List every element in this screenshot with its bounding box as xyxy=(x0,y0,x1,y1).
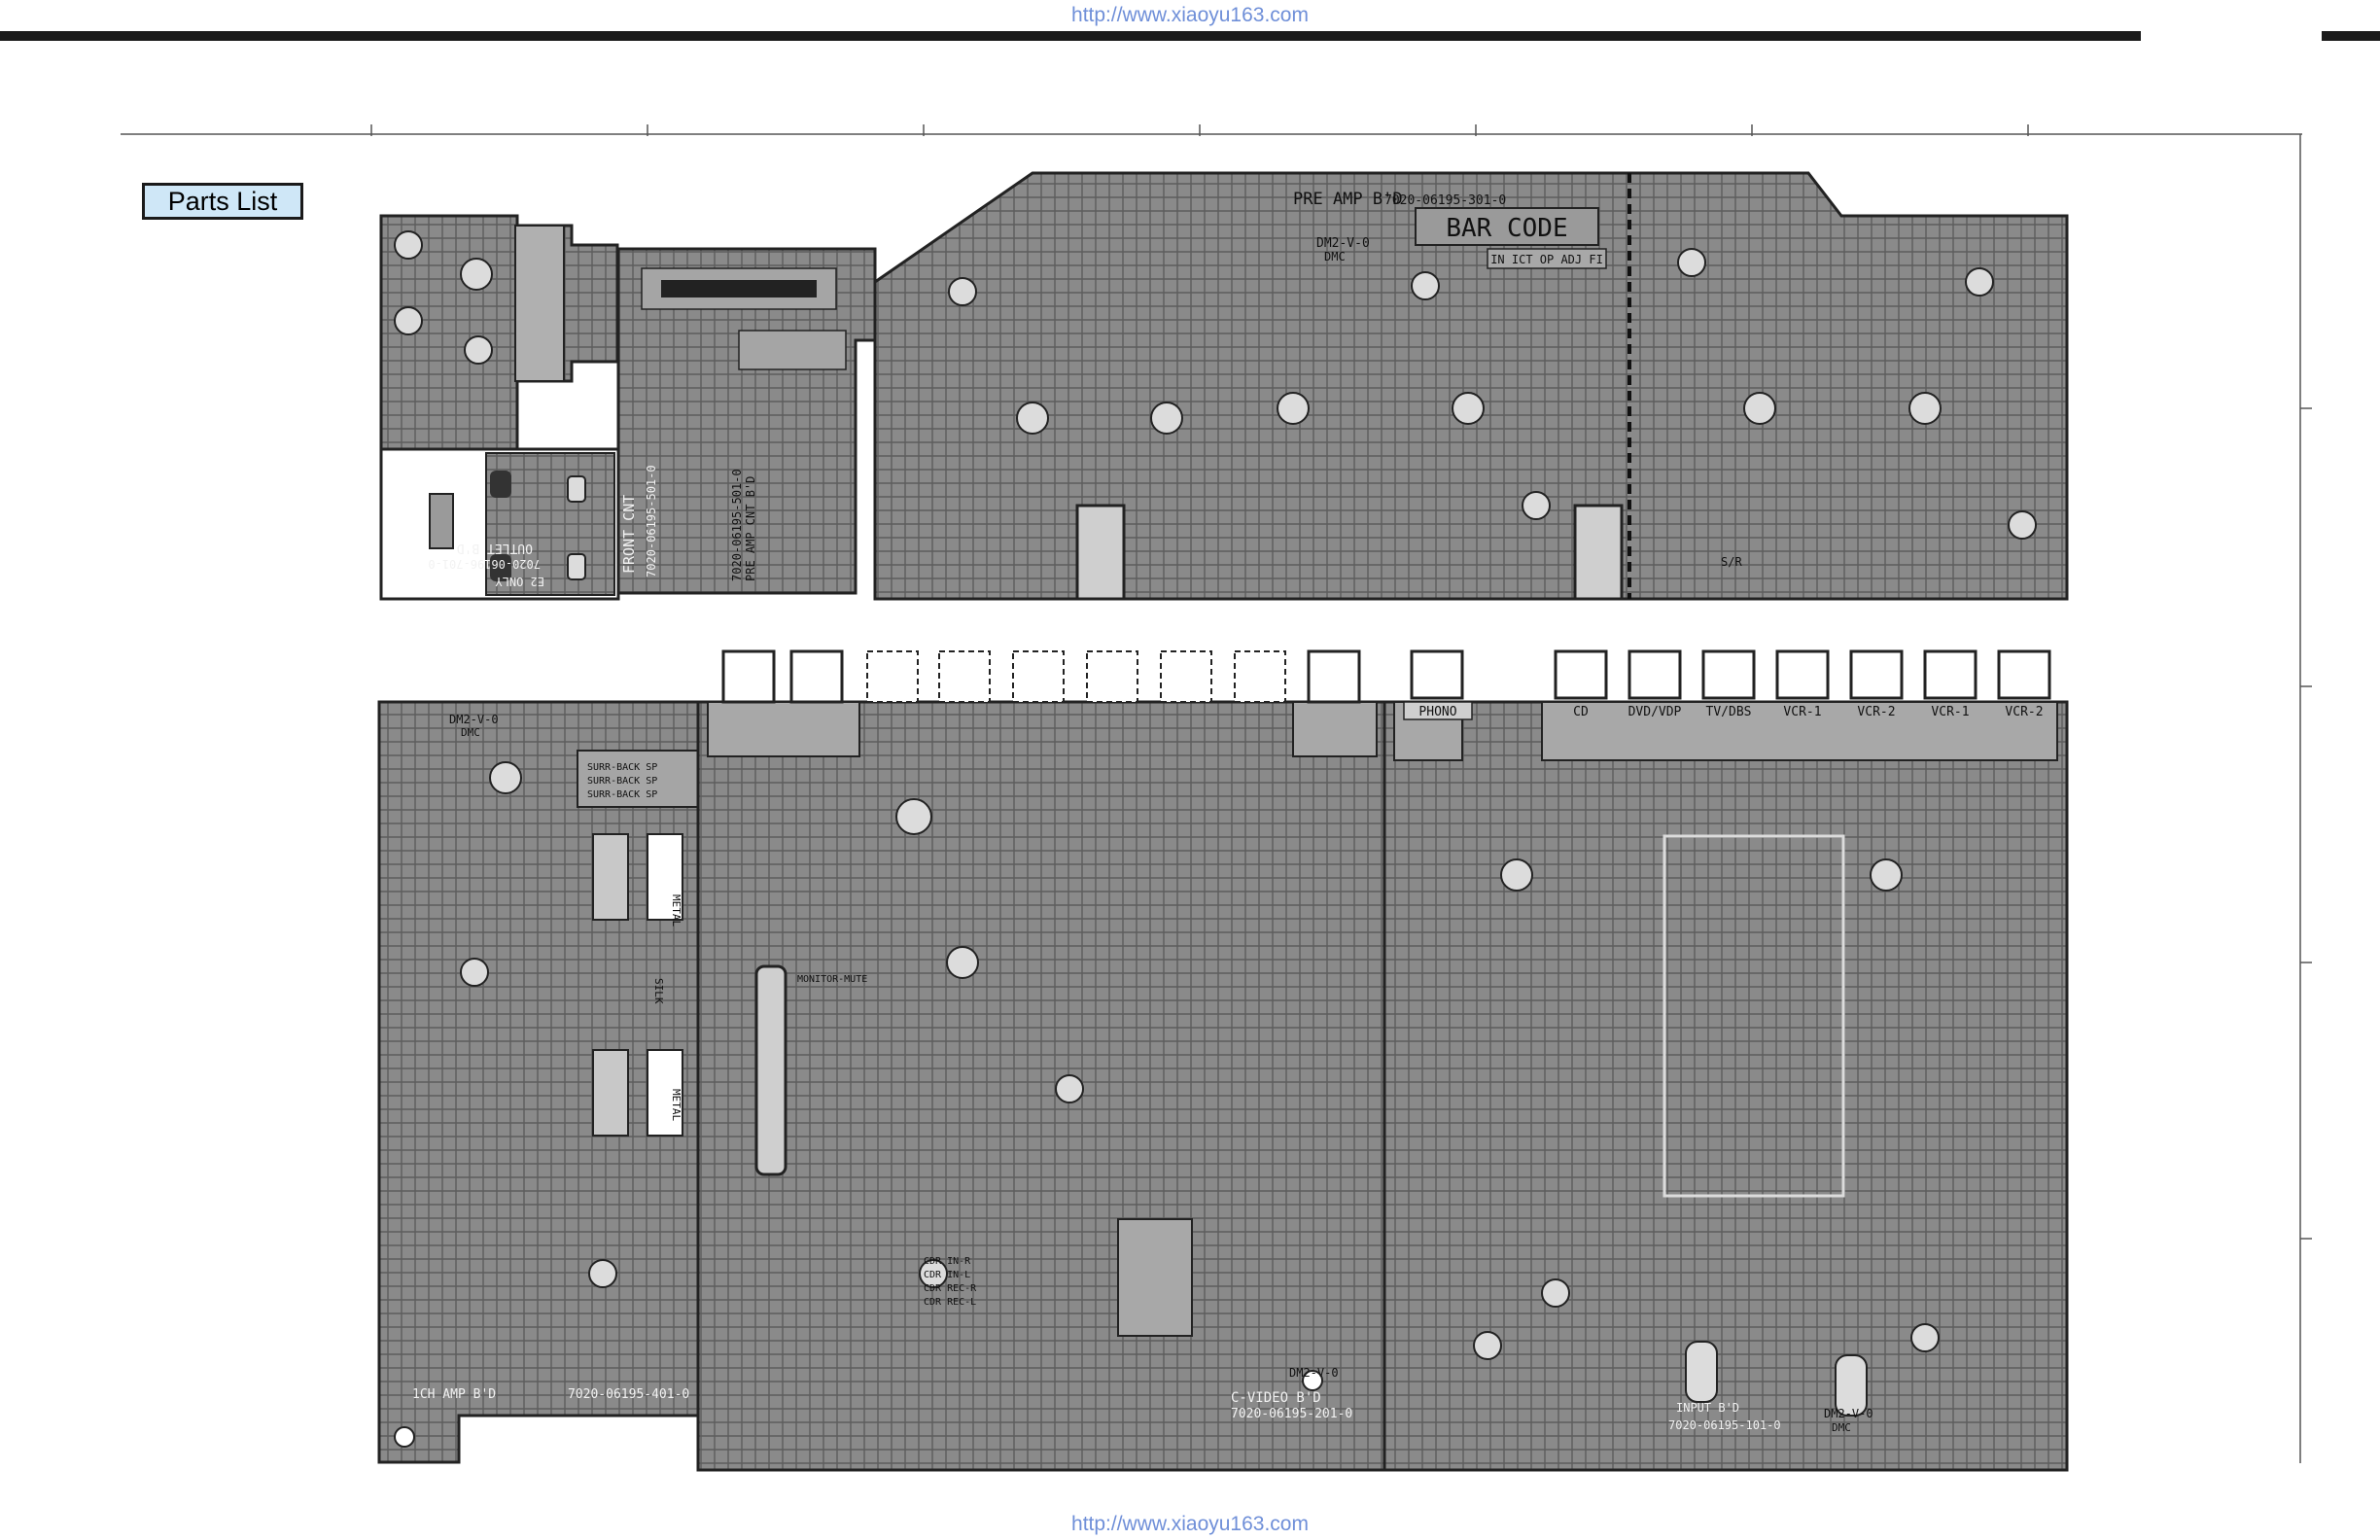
input-board: INPUT B'D 7020-06195-101-0 DM2-V-0 DMC xyxy=(1382,700,2069,1472)
surr-back-3: SURR-BACK SP xyxy=(587,789,657,800)
video-code: 7020-06195-201-0 xyxy=(1231,1407,1352,1421)
outlet-board: OUTLET B'D 7020-06196-701-0 E2 ONLY xyxy=(379,447,620,601)
cdr-rec-l: CDR REC-L xyxy=(924,1297,976,1308)
grid-frame xyxy=(121,124,2312,1463)
silk-label: SILK xyxy=(652,978,665,1004)
preamp-dmc: DMC xyxy=(1324,250,1346,263)
input-dmc: DMC xyxy=(1832,1421,1851,1434)
metal-label-2: METAL xyxy=(670,1089,682,1121)
rca-jack-row xyxy=(721,649,2051,704)
amp-title: 1CH AMP B'D xyxy=(412,1387,496,1402)
input-code: 7020-06195-101-0 xyxy=(1668,1418,1781,1432)
outlet-note: E2 ONLY xyxy=(495,575,544,588)
metal-label-1: METAL xyxy=(670,894,682,927)
jack-dvd-label: DVD/VDP xyxy=(1628,705,1682,719)
front-cnt-code: 7020-06195-501-0 xyxy=(645,465,658,578)
cdr-rec-r: CDR REC-R xyxy=(924,1283,977,1294)
preamp-code: 7020-06195-301-0 xyxy=(1384,193,1506,208)
preamp-title: PRE AMP B'D xyxy=(1293,190,1403,209)
front-cnt-sub: PRE AMP CNT B'D xyxy=(744,476,757,581)
amp-dmc-mark: DM2-V-0 xyxy=(449,713,499,726)
surr-back-2: SURR-BACK SP xyxy=(587,776,657,787)
front-cnt-title: FRONT CNT xyxy=(620,495,638,574)
outlet-code: 7020-06196-701-0 xyxy=(428,557,541,571)
amp-board: SURR-BACK SP SURR-BACK SP SURR-BACK SP M… xyxy=(377,700,702,1464)
surr-back-1: SURR-BACK SP xyxy=(587,762,657,773)
jack-vcr3-label: VCR-1 xyxy=(1931,705,1969,719)
header-rule-stub xyxy=(2322,31,2380,41)
jack-labels: PHONO CD DVD/VDP TV/DBS VCR-1 VCR-2 VCR-… xyxy=(1403,701,2044,720)
jack-vcr2-label: VCR-2 xyxy=(1857,705,1895,719)
front-cnt-code-2: 7020-06195-501-0 xyxy=(730,469,744,581)
header-rule xyxy=(0,31,2141,41)
parts-list-button[interactable]: Parts List xyxy=(142,183,303,220)
outlet-title: OUTLET B'D xyxy=(457,541,533,555)
cdr-in-r: CDR IN-R xyxy=(924,1256,971,1267)
jack-tv-label: TV/DBS xyxy=(1706,705,1752,719)
video-dmc-mark: DM2-V-0 xyxy=(1289,1366,1339,1380)
jack-vcr4-label: VCR-2 xyxy=(2005,705,2043,719)
jack-cd-label: CD xyxy=(1573,705,1589,719)
amp-dmc: DMC xyxy=(461,726,480,739)
inspect-fields: IN ICT OP ADJ FI xyxy=(1490,253,1603,266)
video-title: C-VIDEO B'D xyxy=(1231,1390,1321,1406)
monitor-mute: MONITOR-MUTE xyxy=(797,974,867,985)
pre-amp-board: BAR CODE IN ICT OP ADJ FI PRE AMP B'D 70… xyxy=(873,171,2069,601)
input-dmc-mark: DM2-V-0 xyxy=(1824,1407,1873,1420)
jack-phono-label: PHONO xyxy=(1418,705,1456,719)
footer-url[interactable]: http://www.xiaoyu163.com xyxy=(1071,1513,1309,1535)
front-cnt-board: FRONT CNT 7020-06195-501-0 7020-06195-50… xyxy=(616,247,877,595)
input-title: INPUT B'D xyxy=(1676,1401,1739,1415)
header-url[interactable]: http://www.xiaoyu163.com xyxy=(1071,4,1309,26)
preamp-dmc-mark: DM2-V-0 xyxy=(1316,236,1370,251)
amp-code: 7020-06195-401-0 xyxy=(568,1387,689,1402)
sr-label: S/R xyxy=(1721,555,1742,569)
cdr-in-l: CDR IN-L xyxy=(924,1270,970,1280)
multi-jack-board xyxy=(379,214,619,451)
barcode-label: BAR CODE xyxy=(1446,214,1567,243)
jack-vcr1-label: VCR-1 xyxy=(1783,705,1821,719)
c-video-board: MONITOR-MUTE CDR IN-R CDR IN-L CDR REC-R… xyxy=(696,700,1386,1472)
